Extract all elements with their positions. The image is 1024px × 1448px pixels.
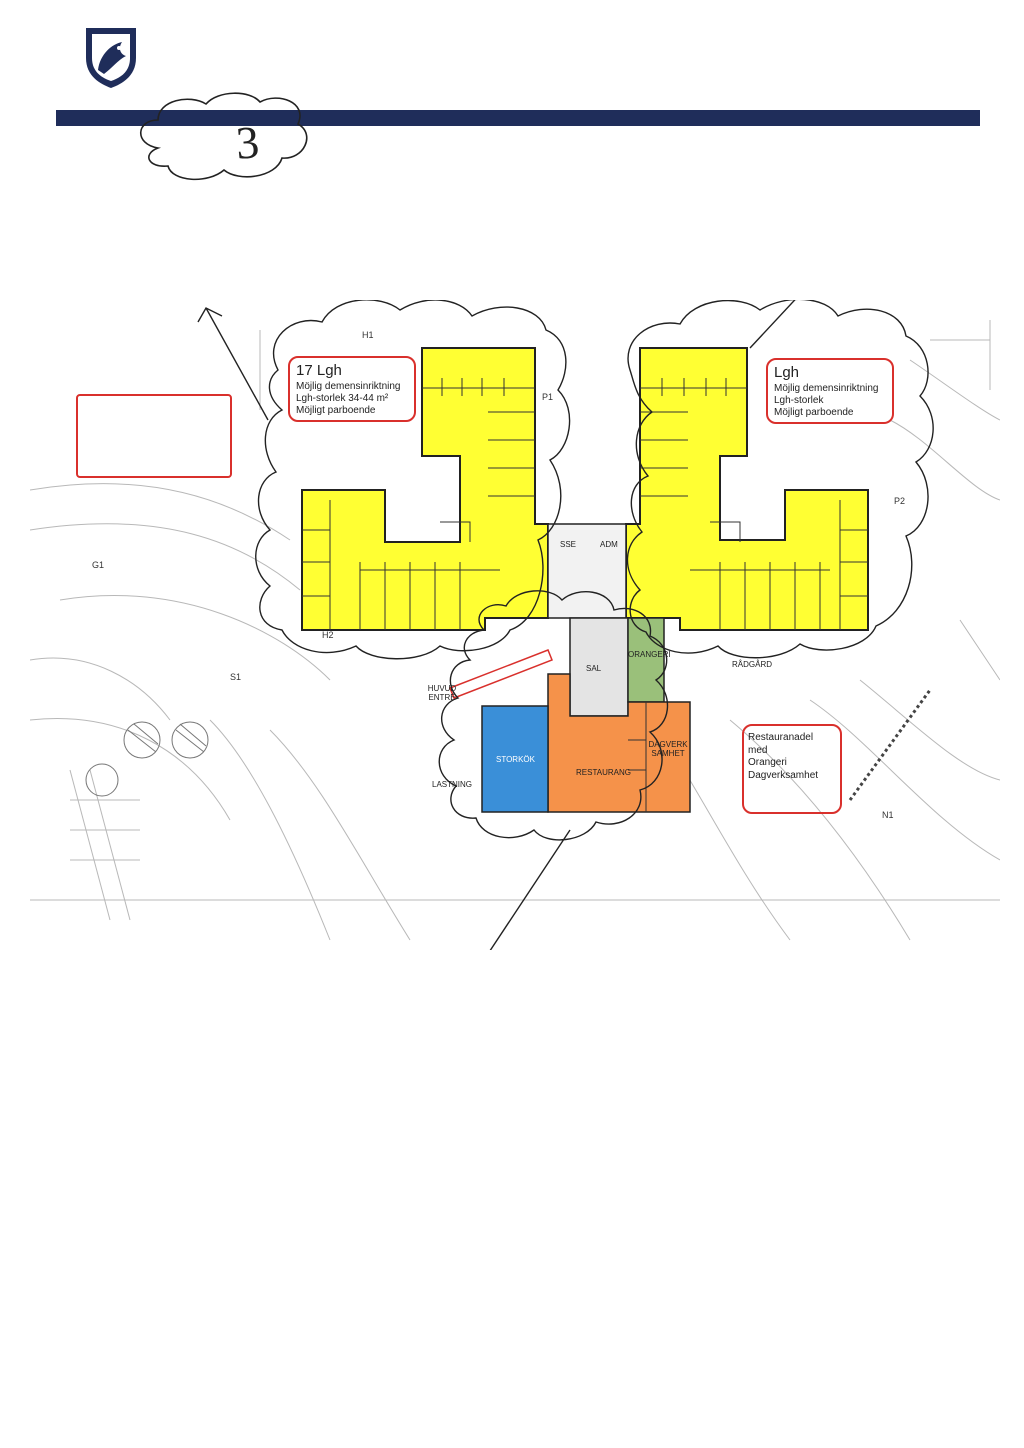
map-code-n1: N1 (882, 810, 894, 820)
left-residential-wing (301, 347, 549, 631)
header-bar (56, 110, 980, 126)
left-note-line-1: Möjlig demensinriktning (296, 380, 401, 392)
left-note-line-2: Lgh-storlek 34-44 m² (296, 392, 389, 404)
restaurant-note-line-2: med (748, 744, 768, 756)
right-note-line-3: Möjligt parboende (774, 406, 854, 418)
site-plan: H1 H2 P1 P2 G1 S1 N1 (30, 300, 1000, 950)
room-label-lastning: LASTNING (432, 780, 473, 789)
left-wing-note: 17 Lgh Möjlig demensinriktning Lgh-storl… (288, 356, 416, 423)
map-code-h2: H2 (322, 630, 334, 640)
map-code-h1: H1 (362, 330, 374, 340)
room-label-radgard: RÅDGÅRD (732, 660, 773, 669)
page-marker: 3 (128, 88, 318, 188)
room-label-huvudentre: HUVUD ENTRÉ (427, 684, 457, 702)
left-note-line-3: Möjligt parboende (296, 404, 376, 416)
site-plan-drawing (30, 300, 1000, 950)
room-label-dagverksamhet: DAGVERK SAMHET (648, 740, 688, 758)
room-label-restaurang: RESTAURANG (576, 768, 631, 777)
empty-annotation-box (76, 394, 232, 478)
map-code-p2: P2 (894, 496, 906, 506)
map-code-s1: S1 (230, 672, 242, 682)
room-label-orangeri: ORANGERI (628, 650, 671, 659)
room-label-adm: ADM (600, 540, 618, 549)
right-note-line-1: Möjlig demensinriktning (774, 382, 879, 394)
room-label-sse: SSE (560, 540, 577, 549)
restaurant-note-line-1: Restauranadel (748, 732, 814, 743)
restaurant-note-line-4: Dagverksamhet (748, 769, 819, 781)
municipal-shield-logo-icon (82, 24, 140, 90)
map-code-g1: G1 (92, 560, 105, 570)
room-label-sal: SAL (586, 664, 602, 673)
right-wing-note: Lgh Möjlig demensinriktning Lgh-storlek … (766, 358, 894, 425)
page-number: 3 (234, 116, 261, 169)
room-label-storkok: STORKÖK (496, 755, 535, 764)
right-note-line-2: Lgh-storlek (774, 394, 824, 406)
restaurant-note: Restauranadel med Orangeri Dagverksamhet (742, 724, 842, 814)
map-code-p1: P1 (542, 392, 554, 402)
right-note-title: Lgh (774, 364, 800, 381)
restaurant-note-line-3: Orangeri (748, 757, 787, 768)
left-note-title: 17 Lgh (296, 362, 342, 379)
